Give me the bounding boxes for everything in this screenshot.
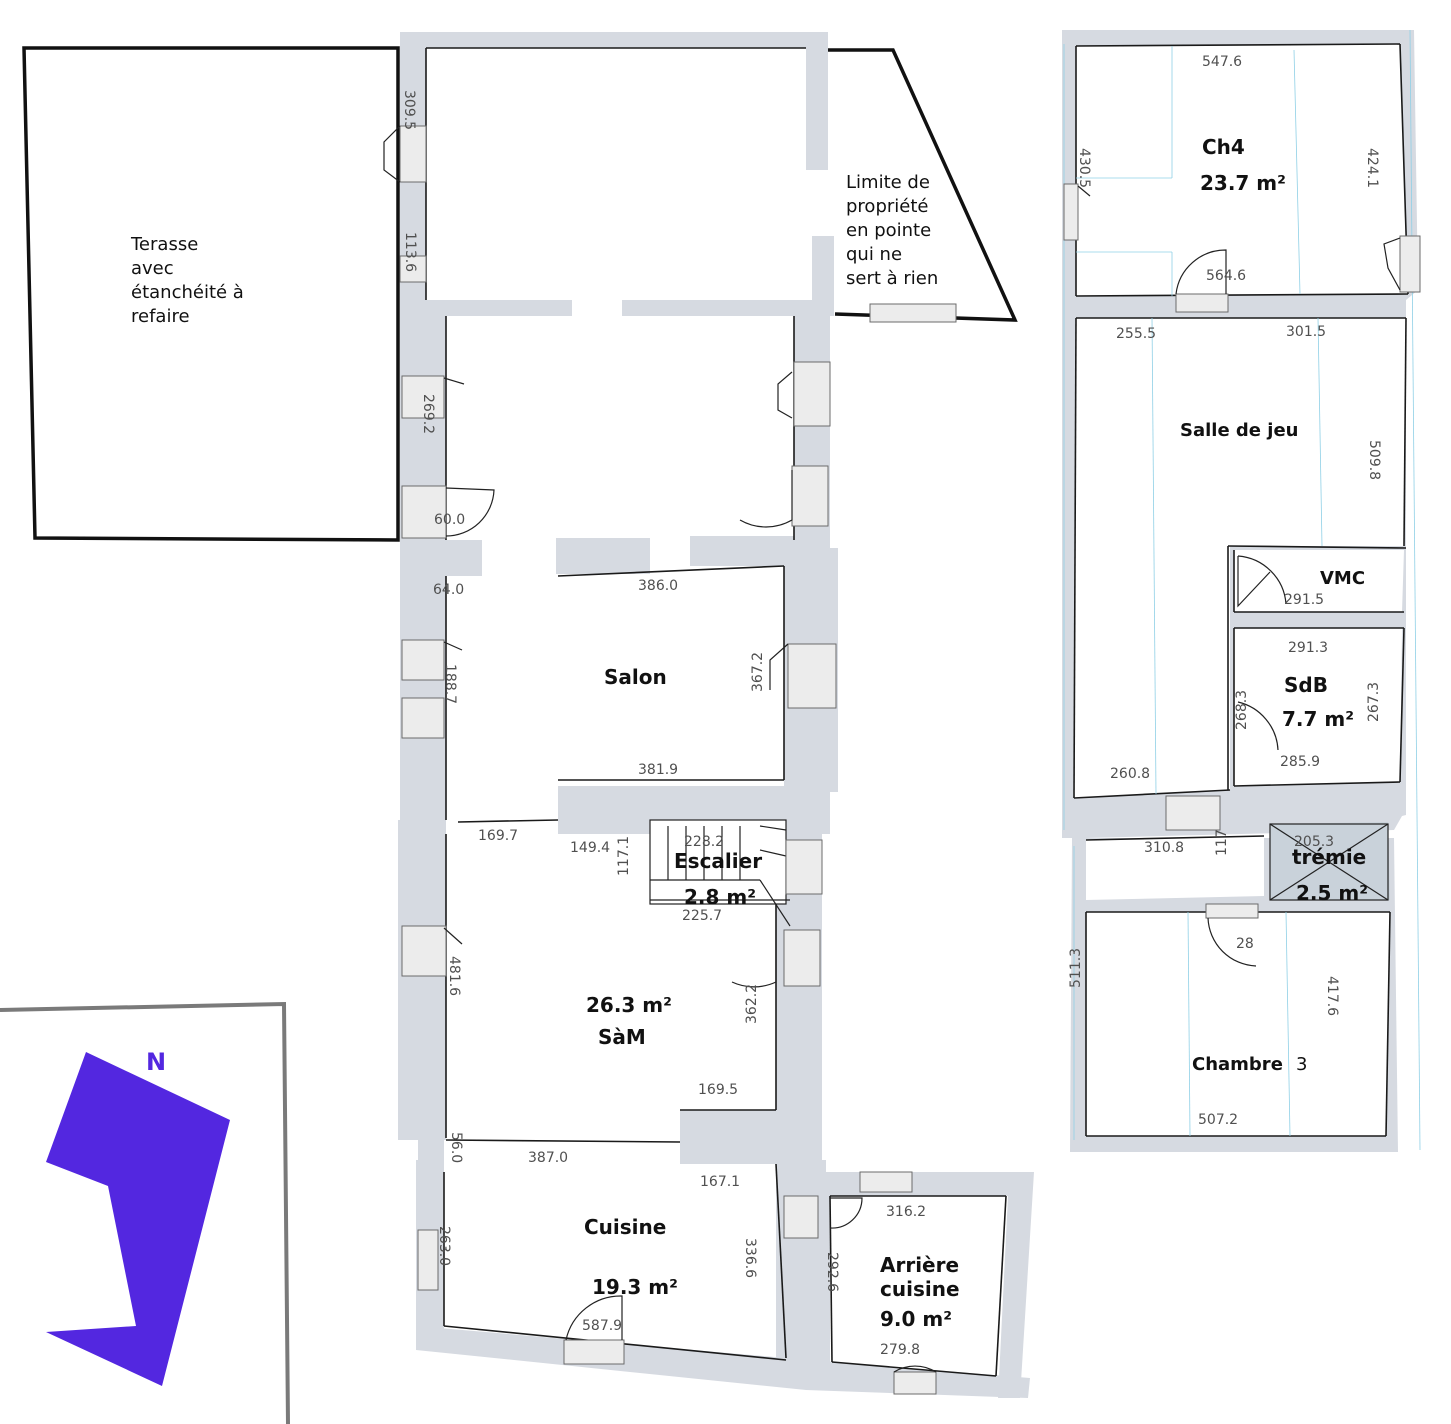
upper-floor-dimensions: 547.6 430.5 424.1 564.6 255.5 301.5 509.… <box>1068 54 1382 1128</box>
ground-floor-walls <box>398 32 1034 1398</box>
property-limit: Limite de propriété en pointe qui ne ser… <box>820 48 1018 323</box>
dim-64-0: 64.0 <box>433 582 464 598</box>
room-ch4: Ch4 <box>1202 135 1245 159</box>
area-sam: 26.3 m² <box>586 993 672 1017</box>
area-tremie: 2.5 m² <box>1296 881 1368 905</box>
dim-381-9: 381.9 <box>638 762 678 778</box>
room-sdb: SdB <box>1284 673 1328 697</box>
terrace-note-line-1: Terasse <box>130 234 198 255</box>
room-salon: Salon <box>604 665 667 689</box>
dim-507-2: 507.2 <box>1198 1112 1238 1128</box>
compass: N <box>0 1001 290 1424</box>
dim-260-8: 260.8 <box>1110 766 1150 782</box>
north-arrow-icon <box>46 1052 230 1386</box>
terrace: Terasse avec étanchéité à refaire <box>22 46 400 542</box>
ground-floor-dimensions: 309.5 113.6 269.2 60.0 64.0 386.0 367.2 … <box>401 90 926 1358</box>
dim-387-0: 387.0 <box>528 1150 568 1166</box>
dim-113-6: 113.6 <box>402 232 418 272</box>
ground-floor-door-swings <box>383 125 937 1373</box>
dim-292-6: 292.6 <box>824 1252 840 1292</box>
property-note-line-4: qui ne <box>846 244 902 265</box>
dim-430-5: 430.5 <box>1076 148 1092 188</box>
dim-169-5: 169.5 <box>698 1082 738 1098</box>
dim-336-6: 336.6 <box>742 1238 758 1278</box>
dim-417-6: 417.6 <box>1324 976 1340 1016</box>
ground-floor-rooms: Salon Escalier 2.8 m² 26.3 m² SàM Cuisin… <box>584 665 960 1331</box>
dim-225-7: 225.7 <box>682 908 722 924</box>
area-cuisine: 19.3 m² <box>592 1275 678 1299</box>
dim-547-6: 547.6 <box>1202 54 1242 70</box>
north-label: N <box>146 1048 166 1076</box>
upper-floor-interiors <box>1074 44 1408 1136</box>
dim-587-9: 587.9 <box>582 1318 622 1334</box>
area-sdb: 7.7 m² <box>1282 707 1354 731</box>
dim-28: 28 <box>1236 936 1254 952</box>
upper-floor-door-swings <box>1077 185 1401 967</box>
dim-367-2: 367.2 <box>750 652 766 692</box>
dim-509-8: 509.8 <box>1366 440 1382 480</box>
dim-310-8: 310.8 <box>1144 840 1184 856</box>
room-chambre-3: Chambre <box>1192 1054 1283 1075</box>
room-chambre-3-number: 3 <box>1296 1054 1307 1075</box>
room-tremie: trémie <box>1292 845 1366 869</box>
dim-279-8: 279.8 <box>880 1342 920 1358</box>
dim-309-5: 309.5 <box>401 90 417 130</box>
dim-291-5: 291.5 <box>1284 592 1324 608</box>
dim-511-3: 511.3 <box>1068 948 1084 988</box>
dim-188-7: 188.7 <box>442 664 458 704</box>
property-note-line-2: propriété <box>846 196 928 217</box>
dim-228-2: 228.2 <box>684 834 724 850</box>
dim-285-9: 285.9 <box>1280 754 1320 770</box>
dim-56-0: 56.0 <box>448 1132 464 1163</box>
room-vmc: VMC <box>1320 568 1365 589</box>
dim-117: 117 <box>1214 829 1230 856</box>
staircase <box>649 819 791 927</box>
area-escalier: 2.8 m² <box>684 885 756 909</box>
property-note-line-3: en pointe <box>846 220 931 241</box>
room-cuisine: Cuisine <box>584 1215 666 1239</box>
property-note-line-5: sert à rien <box>846 268 938 289</box>
room-salle-de-jeu: Salle de jeu <box>1180 420 1298 441</box>
dim-205-3: 205.3 <box>1294 834 1334 850</box>
ground-floor-windows <box>399 125 937 1395</box>
dim-291-3: 291.3 <box>1288 640 1328 656</box>
dim-255-5: 255.5 <box>1116 326 1156 342</box>
dim-481-6: 481.6 <box>446 956 462 996</box>
terrace-note-line-4: refaire <box>131 306 190 327</box>
upper-floor-lines <box>1073 43 1409 1137</box>
dim-424-1: 424.1 <box>1364 148 1380 188</box>
area-arriere-cuisine: 9.0 m² <box>880 1307 952 1331</box>
dim-267-3: 267.3 <box>1366 682 1382 722</box>
room-sam: SàM <box>598 1025 646 1049</box>
property-window <box>869 303 957 323</box>
terrace-note-line-2: avec <box>131 258 174 279</box>
upper-floor-guides <box>1063 29 1421 1151</box>
dim-60-0: 60.0 <box>434 512 465 528</box>
dim-386-0: 386.0 <box>638 578 678 594</box>
room-arriere-cuisine-line-2: cuisine <box>880 1277 960 1301</box>
dim-263-0: 263.0 <box>436 1226 452 1266</box>
dim-316-2: 316.2 <box>886 1204 926 1220</box>
dim-362-2: 362.2 <box>744 984 760 1024</box>
upper-floor-rooms: Ch4 23.7 m² Salle de jeu VMC SdB 7.7 m² … <box>1180 135 1368 1075</box>
room-escalier: Escalier <box>674 849 762 873</box>
dim-564-6: 564.6 <box>1206 268 1246 284</box>
upper-floor-windows <box>1063 183 1421 919</box>
dim-117-1: 117.1 <box>616 836 632 876</box>
dim-149-4: 149.4 <box>570 840 610 856</box>
terrace-note-line-3: étanchéité à <box>131 282 244 303</box>
dim-269-2: 269.2 <box>420 394 436 434</box>
property-note-line-1: Limite de <box>846 172 930 193</box>
dim-169-7: 169.7 <box>478 828 518 844</box>
area-ch4: 23.7 m² <box>1200 171 1286 195</box>
dim-268-3: 268.3 <box>1234 690 1250 730</box>
room-arriere-cuisine-line-1: Arrière <box>880 1253 959 1277</box>
dim-301-5: 301.5 <box>1286 324 1326 340</box>
dim-167-1: 167.1 <box>700 1174 740 1190</box>
